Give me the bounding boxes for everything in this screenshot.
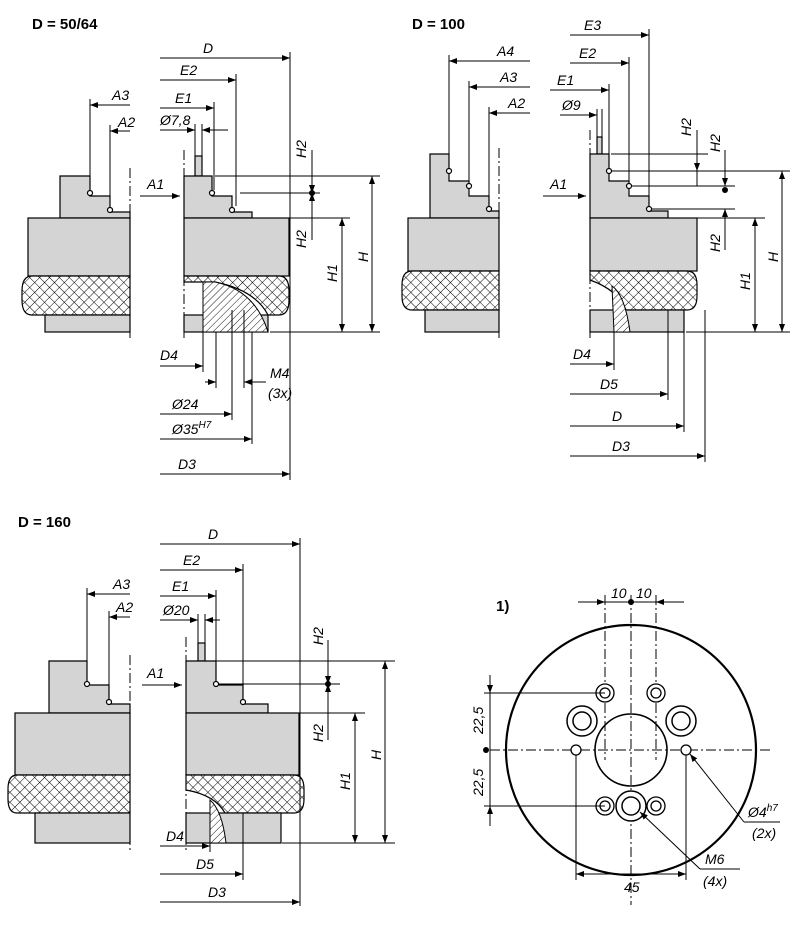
dim-H: H	[355, 251, 371, 262]
dim-H2-top: H2	[310, 627, 326, 645]
view-title: D = 100	[412, 16, 465, 33]
dim-M4-count: (3x)	[268, 385, 292, 401]
dim-10-left: 10	[611, 585, 627, 601]
dim-M4: M4	[270, 365, 290, 381]
dimensions: D E2 A3 E1 A2 Ø20 A1	[86, 526, 395, 906]
dim-E2: E2	[180, 62, 197, 78]
dim-H2-bottom: H2	[293, 230, 309, 248]
right-section-view	[183, 150, 290, 338]
counterbore-hole	[615, 790, 647, 822]
dim-D3: D3	[612, 438, 630, 454]
dim-E1: E1	[175, 90, 192, 106]
left-side-view	[7, 655, 131, 850]
dim-D3: D3	[208, 884, 226, 900]
dim-D4: D4	[573, 346, 591, 362]
pin-hole	[680, 744, 692, 756]
counterbore-hole	[665, 705, 697, 737]
view-d100: D = 100 E3	[401, 16, 790, 462]
counterbore-hole	[566, 705, 598, 737]
dim-m6-count: (4x)	[703, 873, 727, 889]
view-title: D = 160	[18, 514, 71, 531]
dim-A3: A3	[499, 69, 517, 85]
dim-H2-bottom: H2	[310, 724, 326, 742]
dim-H2-b: H2	[707, 134, 723, 152]
dim-E3: E3	[584, 17, 601, 33]
pin-hole	[570, 744, 582, 756]
hole-m6	[646, 683, 666, 703]
detail-hole-pattern: 1) 10 10 22,5 22,5	[470, 585, 780, 905]
dim-D4: D4	[166, 828, 184, 844]
dim-A2: A2	[507, 95, 525, 111]
dimensions: D E2 E1 Ø7,8 A3 A2 A1	[89, 40, 380, 480]
dim-pin-diameter: Ø7,8	[159, 112, 191, 128]
dim-A2: A2	[117, 114, 135, 130]
dim-A2: A2	[115, 599, 133, 615]
dim-22-5-top: 22,5	[470, 707, 486, 735]
dim-pin-diameter: Ø9	[561, 97, 581, 113]
right-section-view	[185, 637, 305, 850]
left-side-view	[401, 148, 500, 338]
dim-D5: D5	[600, 376, 618, 392]
dim-E1: E1	[172, 578, 189, 594]
view-title: D = 50/64	[32, 16, 98, 33]
dim-H: H	[368, 749, 384, 760]
dim-dia24: Ø24	[171, 396, 199, 412]
dim-D: D	[203, 40, 213, 56]
dim-H1: H1	[337, 772, 353, 790]
dim-H2-a: H2	[678, 118, 694, 136]
dim-dia4-count: (2x)	[752, 825, 776, 841]
dim-E2: E2	[183, 552, 200, 568]
dim-D5: D5	[196, 856, 214, 872]
dim-A3: A3	[111, 87, 129, 103]
view-d160: D = 160 D E2	[7, 514, 395, 906]
dim-E1: E1	[557, 72, 574, 88]
view-d50-64: D = 50/64 D	[21, 16, 380, 480]
right-section-view	[589, 130, 698, 338]
dim-H1: H1	[324, 264, 340, 282]
dim-A1: A1	[146, 176, 164, 192]
dim-D: D	[612, 408, 622, 424]
dim-10-right: 10	[636, 585, 652, 601]
dimensions: E3 A4 E2 A3 E1 A2 Ø9 A1	[448, 17, 790, 462]
dim-dia4: Ø4h7	[747, 803, 778, 820]
dim-A4: A4	[496, 43, 514, 59]
dim-dia35: Ø35H7	[171, 420, 212, 437]
dim-A1: A1	[146, 665, 164, 681]
dim-D4: D4	[160, 347, 178, 363]
dim-D: D	[208, 526, 218, 542]
detail-title: 1)	[496, 598, 509, 615]
dim-H2-top: H2	[293, 140, 309, 158]
dim-A1: A1	[549, 176, 567, 192]
dim-pin-diameter: Ø20	[162, 602, 190, 618]
dim-D3: D3	[178, 456, 196, 472]
dim-E2: E2	[579, 45, 596, 61]
left-side-view	[21, 168, 131, 338]
dim-45: 45	[624, 879, 640, 895]
hole-m6	[646, 796, 666, 816]
dim-H1: H1	[737, 272, 753, 290]
dim-A3: A3	[112, 576, 130, 592]
dim-H2-c: H2	[707, 234, 723, 252]
dim-H: H	[765, 251, 781, 262]
dim-m6: M6	[705, 851, 725, 867]
dim-22-5-bottom: 22,5	[470, 769, 486, 797]
